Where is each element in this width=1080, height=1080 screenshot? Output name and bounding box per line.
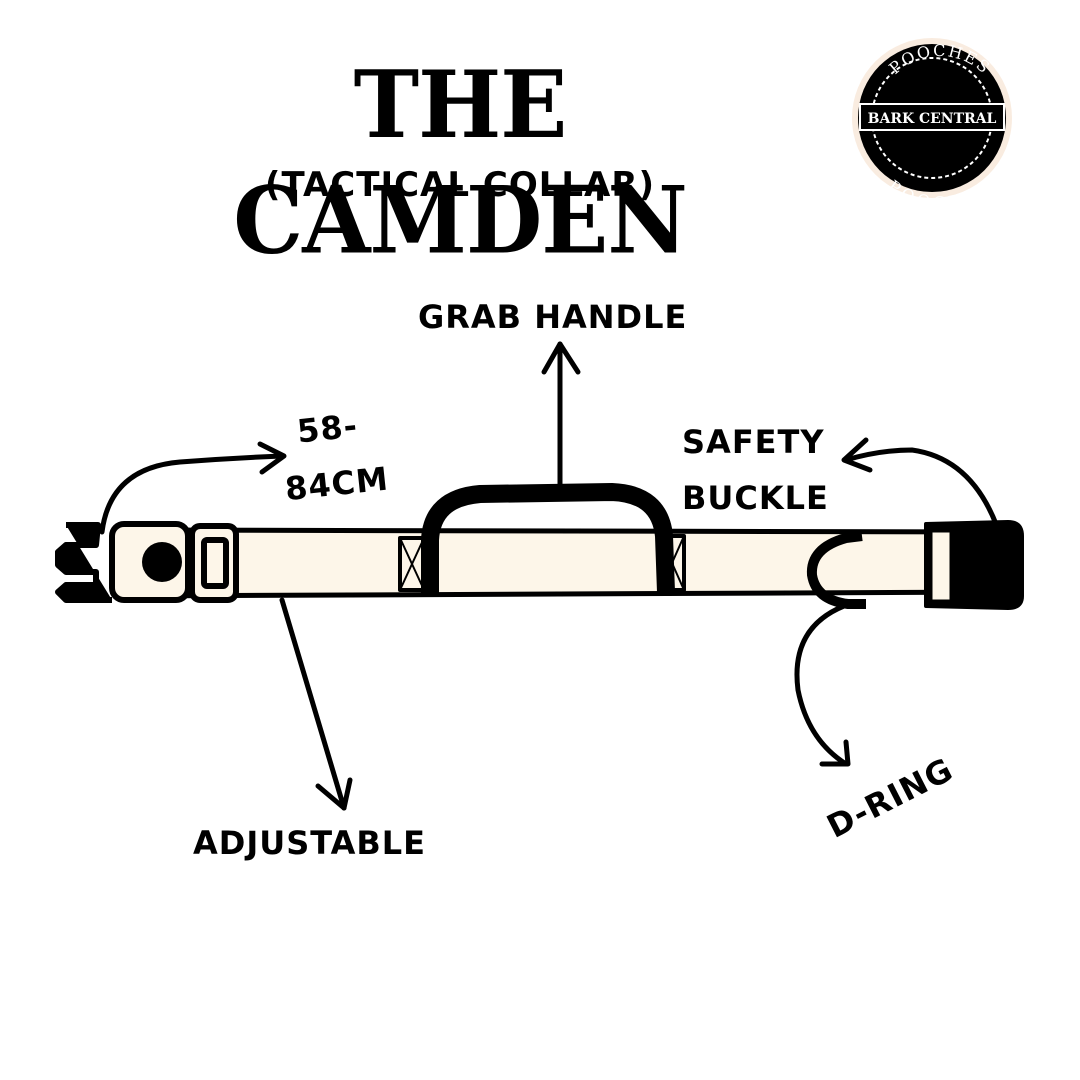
collar-strap — [125, 527, 1007, 599]
grab-handle-icon — [398, 483, 686, 594]
safety-buckle-icon — [924, 520, 1024, 610]
size-arrow — [99, 453, 285, 535]
safety-buckle-line2: BUCKLE — [682, 479, 829, 517]
d-ring-arrow — [794, 603, 849, 767]
page-subtitle: (TACTICAL COLLAR) — [264, 165, 656, 205]
size-label: 58- 84CM — [276, 395, 391, 517]
brand-logo: BARK CENTRAL POOCHES POOCHES — [852, 38, 1012, 212]
d-ring-icon — [806, 531, 866, 609]
safety-buckle-arrow — [843, 447, 999, 527]
adjustable-label: ADJUSTABLE — [193, 824, 427, 862]
logo-center-text: BARK CENTRAL — [868, 111, 997, 127]
adjustable-slider-icon — [189, 523, 239, 603]
grab-handle-label: GRAB HANDLE — [418, 298, 688, 336]
adjustable-arrow — [279, 597, 347, 811]
page-title: THE CAMDEN — [233, 49, 688, 275]
size-label-line2: 84CM — [283, 459, 391, 509]
safety-buckle-line1: SAFETY — [682, 423, 825, 461]
callout-arrows — [99, 341, 999, 811]
left-buckle-icon — [55, 521, 191, 603]
safety-buckle-label: SAFETY BUCKLE — [682, 414, 829, 526]
